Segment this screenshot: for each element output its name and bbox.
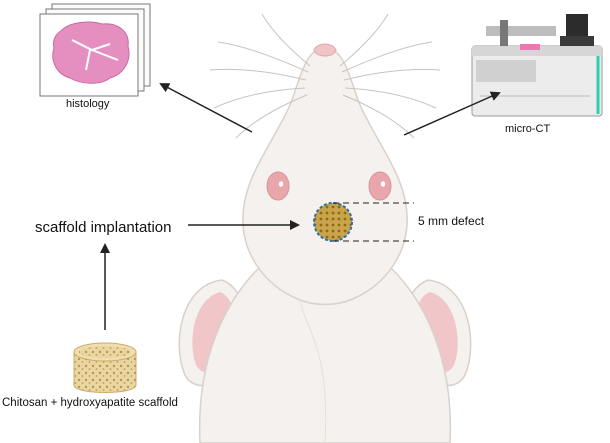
histology-label: histology: [66, 98, 110, 110]
right-eye: [368, 171, 392, 201]
histology-slides: [39, 3, 151, 97]
micro-ct-instrument: [471, 14, 603, 117]
rat-nose: [313, 43, 337, 57]
scaffold-cylinder: [73, 342, 137, 393]
arrow-to-micro-ct: [403, 91, 501, 136]
defect-label: 5 mm defect: [418, 214, 485, 228]
left-eye: [266, 171, 290, 201]
arrow-to-histology: [159, 83, 253, 133]
defect-site: [313, 202, 414, 242]
rat-illustration: [178, 13, 472, 443]
micro-ct-label: micro-CT: [505, 123, 551, 135]
tissue-section: [52, 21, 130, 84]
whiskers: [209, 13, 441, 139]
rat-head: [242, 47, 408, 306]
scaffold-implantation-label: scaffold implantation: [35, 219, 172, 236]
scaffold-label: Chitosan + hydroxyapatite scaffold: [2, 397, 178, 409]
